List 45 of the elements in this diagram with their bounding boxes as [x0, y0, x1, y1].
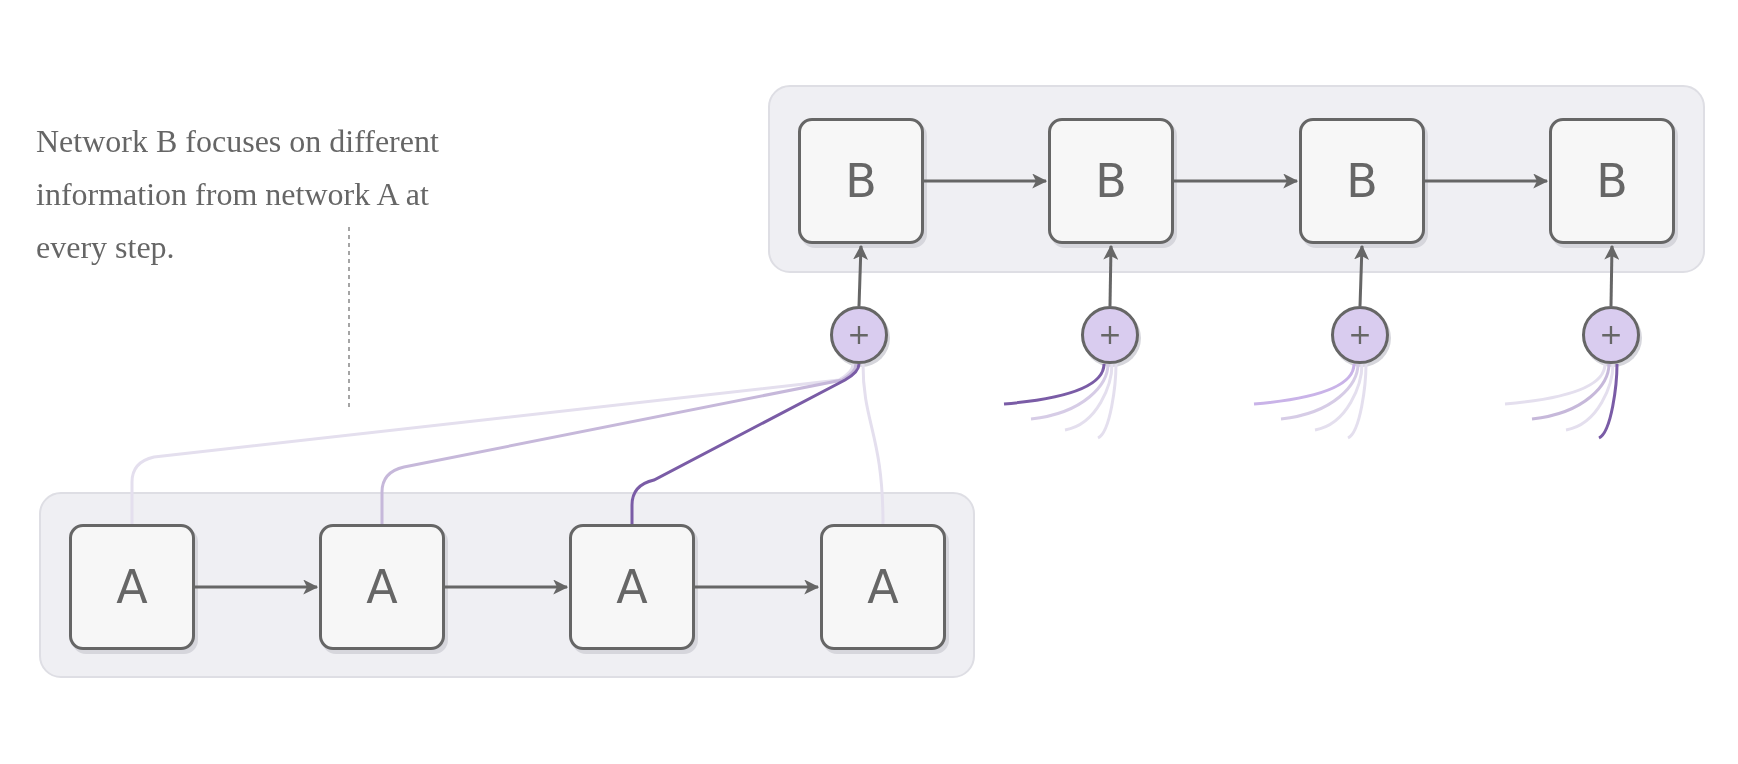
node-label: A — [867, 564, 899, 610]
node-label: B — [1346, 158, 1378, 204]
arrow — [1425, 173, 1549, 189]
connector-line — [1565, 363, 1615, 432]
connector-line — [1097, 363, 1118, 440]
group-panel — [39, 492, 975, 678]
plus-sign: + — [1599, 321, 1623, 349]
plus-sign: + — [847, 321, 871, 349]
connector-line — [1253, 363, 1356, 406]
connector-line — [630, 363, 861, 524]
arrow — [1354, 244, 1370, 307]
connector-line — [1347, 363, 1368, 440]
arrow — [1103, 244, 1119, 307]
annotation-text: Network B focuses on different information from network A at every step. — [36, 122, 440, 267]
node-label: A — [116, 564, 148, 610]
connector-line — [1598, 363, 1619, 440]
arrow — [445, 579, 569, 595]
connector-line — [1064, 363, 1114, 432]
arrow — [195, 579, 319, 595]
node-label: B — [1596, 158, 1628, 204]
connector-line — [1030, 363, 1110, 421]
arrow — [1174, 173, 1299, 189]
group-panel — [768, 85, 1705, 273]
arrow — [695, 579, 820, 595]
connector-line — [1504, 363, 1607, 406]
connector-line — [130, 363, 855, 524]
node-label: A — [366, 564, 398, 610]
arrow — [1604, 244, 1620, 307]
connector-line — [380, 363, 858, 524]
node-label: A — [616, 564, 648, 610]
plus-sign: + — [1348, 321, 1372, 349]
arrow — [924, 173, 1048, 189]
connector-line — [1531, 363, 1611, 421]
sum-circle — [1582, 306, 1640, 364]
connector-line — [1314, 363, 1364, 432]
connector-line — [1280, 363, 1360, 421]
node-label: B — [1095, 158, 1127, 204]
connector-line — [861, 363, 885, 525]
sum-circle — [830, 306, 888, 364]
sum-circle — [1081, 306, 1139, 364]
plus-sign: + — [1098, 321, 1122, 349]
connector-line — [1003, 363, 1106, 406]
arrow — [853, 244, 869, 307]
sum-circle — [1331, 306, 1389, 364]
node-label: B — [845, 158, 877, 204]
